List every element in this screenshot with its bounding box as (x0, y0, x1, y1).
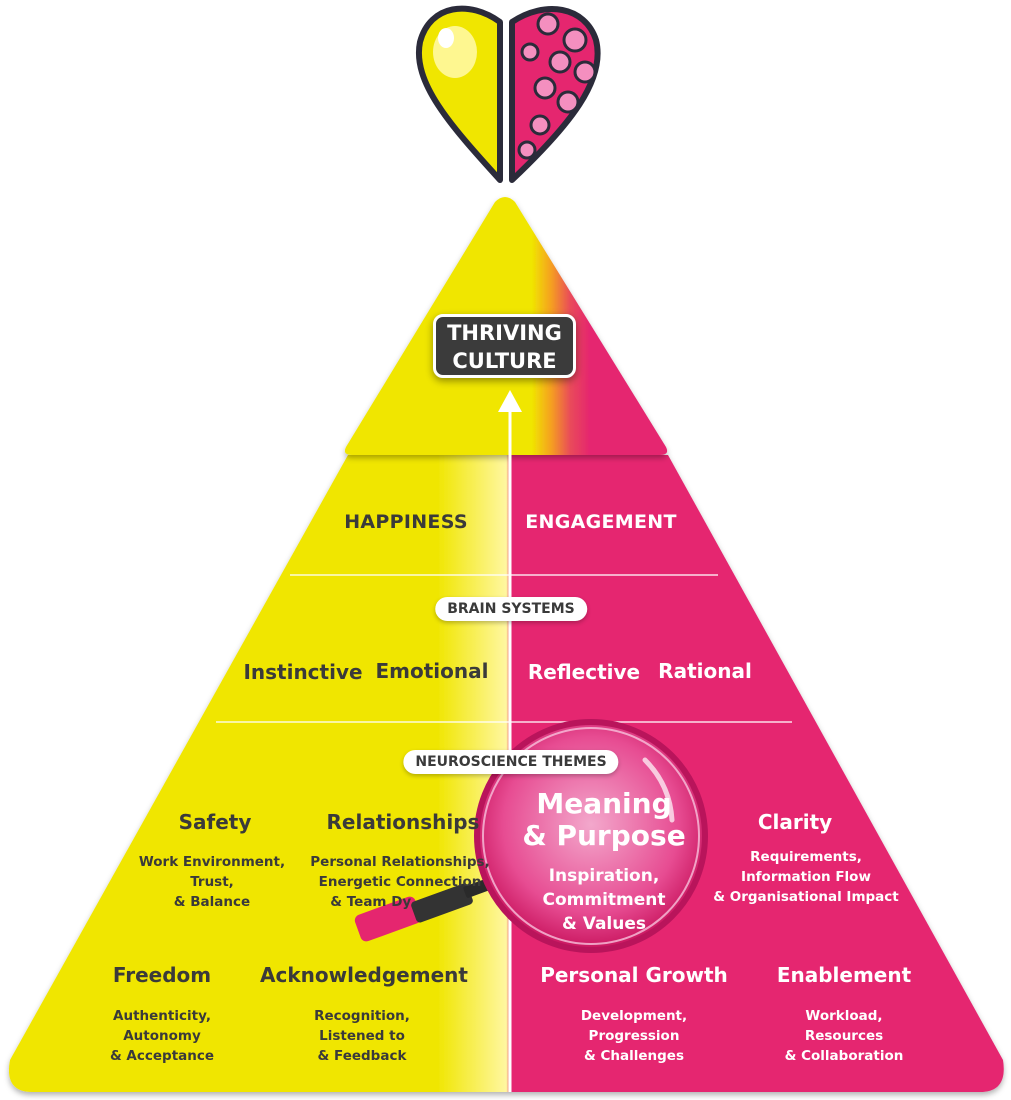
theme-clarity-title: Clarity (757, 810, 833, 834)
theme-acknowledgement-title: Acknowledgement (260, 963, 468, 987)
theme-growth-title: Personal Growth (540, 963, 728, 987)
theme-relationships-title: Relationships (326, 810, 480, 834)
thriving-culture-box: THRIVING CULTURE (433, 314, 576, 378)
heart-brain-icon (415, 5, 601, 183)
brain-system-rational: Rational (658, 659, 752, 683)
theme-enablement-details: Workload, Resources & Collaboration (784, 1008, 904, 1064)
theme-clarity-details: Requirements, Information Flow & Organis… (713, 849, 899, 905)
thriving-label-line2: CULTURE (452, 349, 557, 373)
brain-system-reflective: Reflective (527, 660, 641, 684)
theme-meaning-title: Meaning & Purpose (522, 787, 686, 852)
neuroscience-themes-pill: NEUROSCIENCE THEMES (403, 750, 619, 774)
magnifying-glass-icon (354, 719, 708, 953)
brain-system-instinctive: Instinctive (243, 660, 363, 684)
happiness-label: HAPPINESS (344, 511, 468, 533)
theme-relationships-details: Personal Relationships, Energetic Connec… (310, 854, 490, 910)
brain-system-emotional: Emotional (375, 659, 489, 683)
engagement-label: ENGAGEMENT (525, 511, 677, 533)
theme-enablement-title: Enablement (776, 963, 912, 987)
brain-systems-pill: BRAIN SYSTEMS (435, 597, 587, 621)
theme-meaning-details: Inspiration, Commitment & Values (542, 866, 666, 934)
theme-freedom-details: Authenticity, Autonomy & Acceptance (109, 1008, 215, 1064)
theme-safety-details: Work Environment, Trust, & Balance (138, 854, 286, 910)
theme-growth-details: Development, Progression & Challenges (580, 1008, 688, 1064)
theme-acknowledgement-details: Recognition, Listened to & Feedback (314, 1008, 410, 1064)
theme-safety-title: Safety (178, 810, 252, 834)
thriving-label-line1: THRIVING (447, 321, 562, 345)
theme-freedom-title: Freedom (112, 963, 212, 987)
